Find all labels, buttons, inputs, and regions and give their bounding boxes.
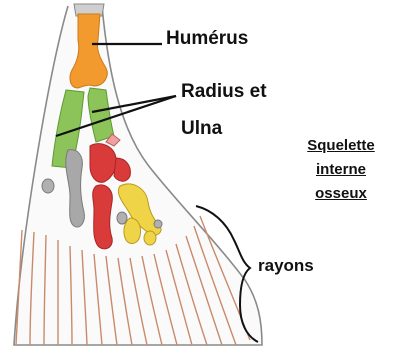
rayons-label: rayons [258,256,314,276]
carpal-gray-dot [154,220,162,228]
side-title-line1: Squelette [291,137,391,154]
radius-ulna-label-line2: Ulna [181,118,222,140]
humerus-label: Humérus [166,28,248,50]
fin-outline [14,6,262,345]
carpal-gray-small [42,179,54,193]
carpal-yellow-small [144,231,156,245]
carpal-red-lower [93,185,113,249]
side-title-line3: osseux [291,185,391,202]
radius-ulna-label-line1: Radius et [181,81,267,103]
carpal-gray-bit [117,212,127,224]
side-title-line2: interne [291,161,391,178]
